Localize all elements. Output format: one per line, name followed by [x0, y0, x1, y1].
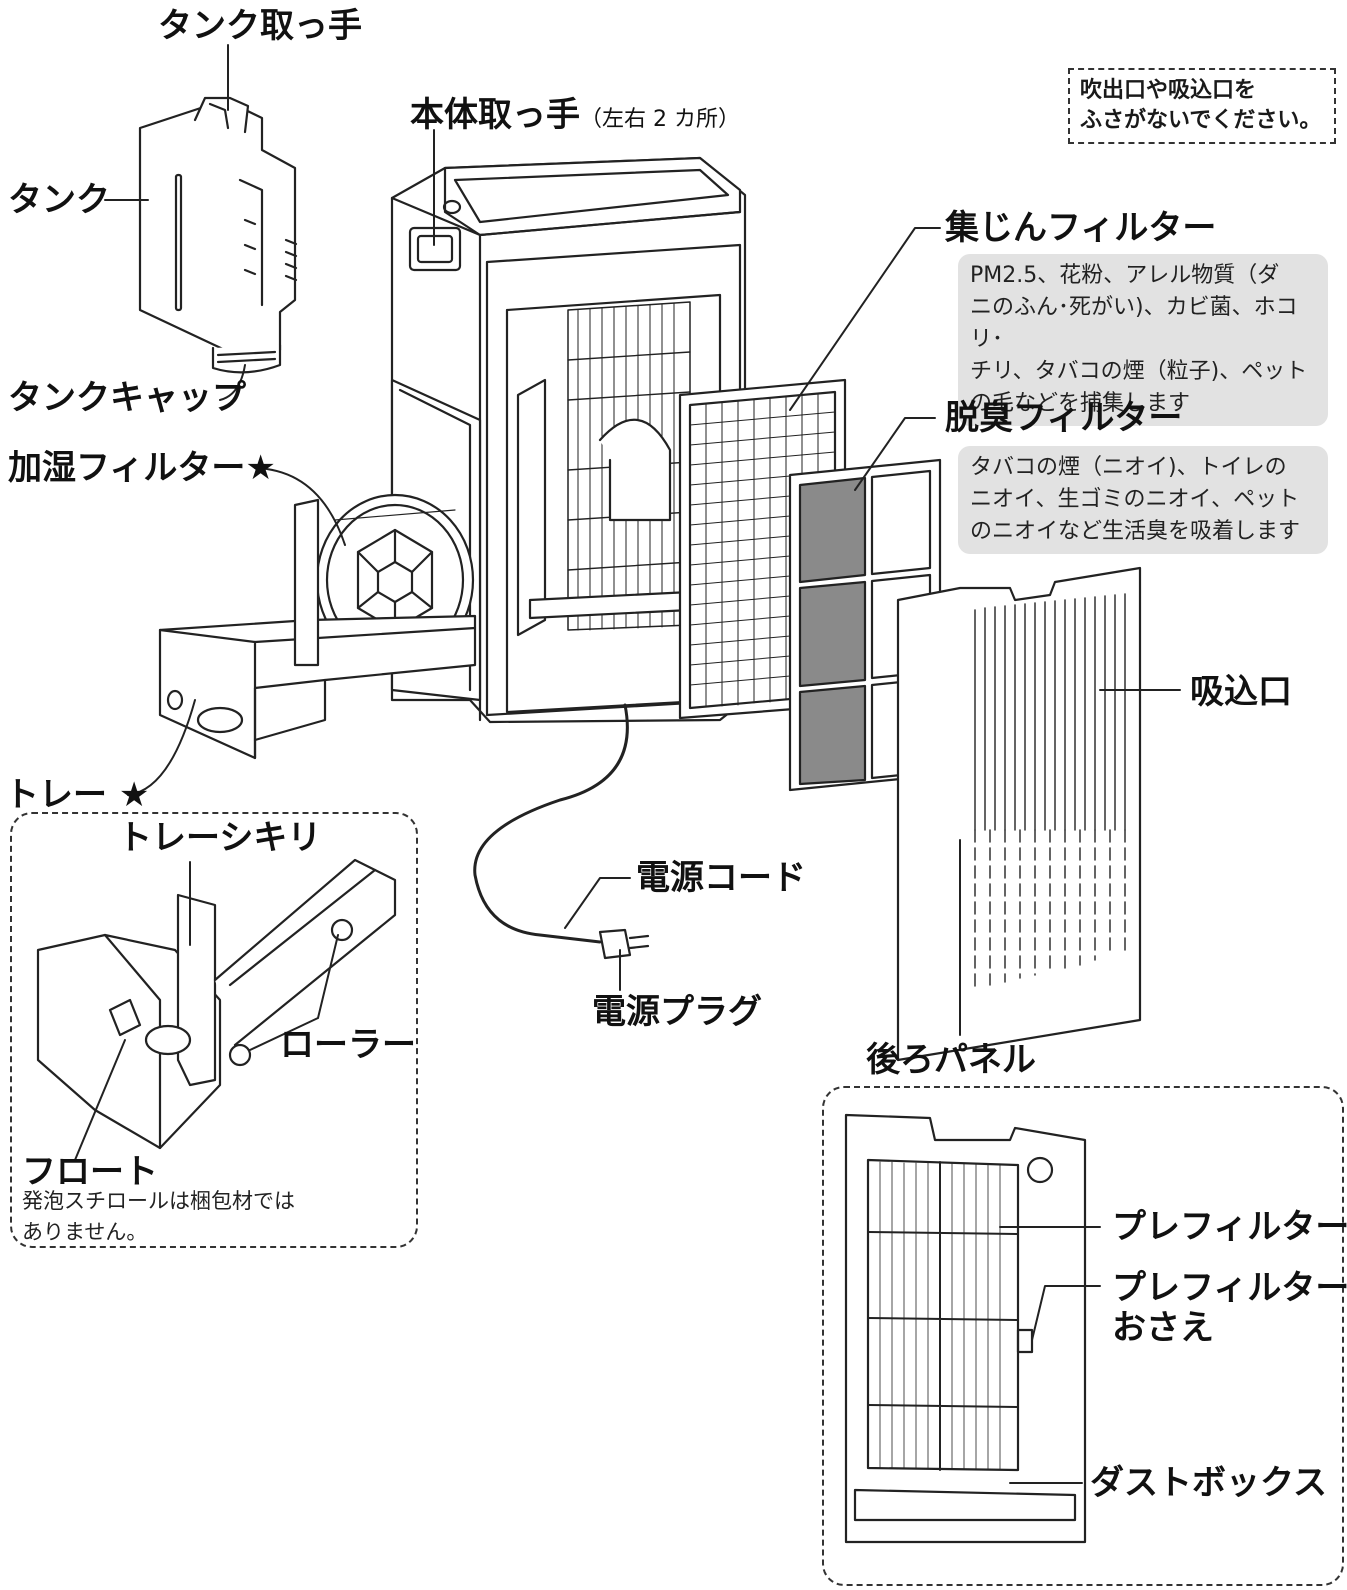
label-dust-box: ダストボックス	[1090, 1463, 1327, 1503]
label-body-handle-sub: （左右 2 カ所）	[580, 107, 740, 132]
label-power-cord: 電源コード	[636, 858, 806, 898]
deodor-filter-desc-3: のニオイなど生活臭を吸着します	[970, 519, 1301, 544]
deodorizing-filter-description: タバコの煙（ニオイ)、トイレの ニオイ、生ゴミのニオイ、ペット のニオイなど生活…	[958, 446, 1328, 554]
leader-lines	[74, 44, 1181, 1484]
label-prefilter-holder-2: おさえ	[1112, 1308, 1214, 1348]
label-deodorizing-filter: 脱臭フィルター	[945, 398, 1183, 438]
dust-filter-desc-1: PM2.5、花粉、アレル物質（ダ	[970, 263, 1280, 288]
label-intake: 吸込口	[1190, 672, 1292, 712]
label-body-handle-main: 本体取っ手	[410, 95, 580, 135]
deodor-filter-desc-2: ニオイ、生ゴミのニオイ、ペット	[970, 487, 1300, 512]
dust-filter-description: PM2.5、花粉、アレル物質（ダ ニのふん･死がい)、カビ菌、ホコリ･ チリ、タ…	[958, 254, 1328, 426]
label-tray: トレー ★	[5, 775, 150, 815]
label-float: フロート	[22, 1152, 158, 1192]
rear-panel-detail-illustration	[844, 1113, 1087, 1544]
label-humidify-filter: 加湿フィルター★	[8, 448, 276, 488]
deodor-filter-desc-1: タバコの煙（ニオイ)、トイレの	[970, 455, 1287, 480]
dust-filter-desc-4: の毛などを捕集します	[970, 391, 1191, 416]
label-tank-handle: タンク取っ手	[158, 6, 362, 46]
rear-panel-detail-inset	[822, 1086, 1344, 1586]
label-power-plug: 電源プラグ	[592, 992, 762, 1032]
float-note-1: 発泡スチロールは梱包材では	[22, 1189, 295, 1213]
label-prefilter-holder-1: プレフィルター	[1112, 1268, 1347, 1308]
label-prefilter: プレフィルター	[1112, 1207, 1347, 1247]
label-body-handle: 本体取っ手（左右 2 カ所）	[410, 95, 740, 140]
dust-filter-desc-3: チリ、タバコの煙（粒子)、ペット	[970, 359, 1308, 384]
tray-detail-inset	[10, 812, 418, 1248]
power-cord-illustration	[473, 703, 650, 960]
label-rear-panel: 後ろパネル	[866, 1040, 1036, 1080]
tray-illustration	[158, 498, 477, 760]
caution-line-1: 吹出口や吸込口を	[1080, 78, 1257, 103]
label-dust-filter: 集じんフィルター	[945, 208, 1217, 248]
tray-detail-illustration	[36, 858, 397, 1150]
rear-panel-illustration	[896, 566, 1142, 1062]
label-tray-divider: トレーシキリ	[118, 818, 322, 858]
label-tank-cap: タンクキャップ	[8, 378, 246, 418]
label-prefilter-holder: プレフィルター おさえ	[1112, 1268, 1347, 1348]
main-body-illustration	[390, 156, 747, 724]
tank-illustration	[138, 96, 298, 374]
label-tank: タンク	[8, 180, 110, 220]
label-roller: ローラー	[280, 1025, 416, 1065]
float-note-2: ありません。	[22, 1220, 148, 1244]
float-note: 発泡スチロールは梱包材では ありません。	[22, 1186, 295, 1248]
caution-line-2: ふさがないでください。	[1080, 108, 1322, 133]
dust-filter-desc-2: ニのふん･死がい)、カビ菌、ホコリ･	[970, 295, 1298, 352]
caution-note: 吹出口や吸込口を ふさがないでください。	[1068, 68, 1336, 144]
